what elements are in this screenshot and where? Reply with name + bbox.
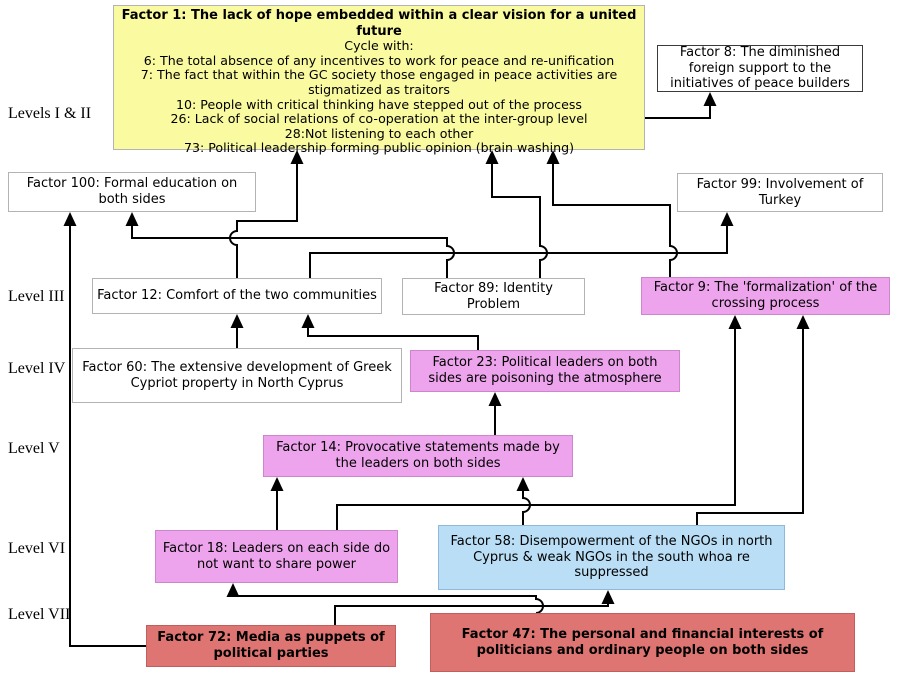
arrowhead-factor12-to-factor1 <box>290 150 304 164</box>
factor-23-label: Factor 23: Political leaders on both sid… <box>428 355 662 386</box>
edge-factor58-to-factor9 <box>696 327 804 525</box>
edge-factor72-to-factor100 <box>69 224 146 647</box>
factor-18-box[interactable]: Factor 18: Leaders on each side do not w… <box>155 530 398 583</box>
factor-100-label: Factor 100: Formal education on both sid… <box>26 176 238 207</box>
arrowhead-factor89-to-factor100 <box>125 212 139 226</box>
arrowhead-factor23-to-factor12 <box>301 314 315 328</box>
factor-1-box[interactable]: Factor 1: The lack of hope embedded with… <box>113 5 645 155</box>
factor-9-label: Factor 9: The 'formalization' of the cro… <box>653 280 878 311</box>
edge-factor89-to-factor100 <box>131 224 455 278</box>
factor-47-label: Factor 47: The personal and financial in… <box>461 626 824 658</box>
arrowhead-factor1-to-factor8 <box>703 92 717 106</box>
factor-18-label: Factor 18: Leaders on each side do not w… <box>162 540 391 572</box>
factor-47-box[interactable]: Factor 47: The personal and financial in… <box>430 613 855 672</box>
factor-99-label: Factor 99: Involvement of Turkey <box>696 176 864 208</box>
factor-60-box[interactable]: Factor 60: The extensive development of … <box>72 348 402 403</box>
edge-factor9-to-factor1 <box>552 162 678 277</box>
factor-12-label: Factor 12: Comfort of the two communitie… <box>97 288 377 304</box>
arrowhead-factor72-to-factor100 <box>63 212 77 226</box>
edge-factor12-to-factor1 <box>229 162 298 278</box>
arrowhead-factor58-to-factor14 <box>516 477 530 491</box>
edge-factor89-to-factor1 <box>491 162 548 278</box>
factor-58-label: Factor 58: Disempowerment of the NGOs in… <box>450 534 773 581</box>
level-label-1-2: Levels I & II <box>8 105 92 122</box>
factor-14-label: Factor 14: Provocative statements made b… <box>276 440 560 471</box>
factor-8-box[interactable]: Factor 8: The diminished foreign support… <box>657 45 863 92</box>
edge-factor1-to-factor8 <box>645 104 711 119</box>
arrowhead-factor60-to-factor12 <box>230 314 244 328</box>
level-label-3: Level III <box>8 288 65 305</box>
factor-8-label: Factor 8: The diminished foreign support… <box>670 45 850 92</box>
edge-factor58-to-factor14 <box>522 489 531 525</box>
arrowhead-factor47-to-factor18 <box>226 583 240 597</box>
factor-72-box[interactable]: Factor 72: Media as puppets of political… <box>146 625 396 667</box>
factor-9-box[interactable]: Factor 9: The 'formalization' of the cro… <box>641 277 890 315</box>
factor-89-box[interactable]: Factor 89: Identity Problem <box>402 278 585 315</box>
edge-factor23-to-factor12 <box>307 326 479 350</box>
factor-12-box[interactable]: Factor 12: Comfort of the two communitie… <box>92 278 382 314</box>
edge-factor12-to-factor99 <box>309 224 728 278</box>
level-label-5: Level V <box>8 440 60 457</box>
level-label-4: Level IV <box>8 360 66 377</box>
factor-60-label: Factor 60: The extensive development of … <box>82 359 392 391</box>
edge-factor47-to-factor18 <box>232 595 544 614</box>
factor-14-box[interactable]: Factor 14: Provocative statements made b… <box>263 435 573 477</box>
factor-1-cycle-list: Cycle with: 6: The total absence of any … <box>140 38 618 156</box>
factor-72-label: Factor 72: Media as puppets of political… <box>157 630 385 661</box>
arrowhead-factor14-to-factor23 <box>488 392 502 406</box>
factor-89-label: Factor 89: Identity Problem <box>434 280 553 312</box>
factor-58-box[interactable]: Factor 58: Disempowerment of the NGOs in… <box>438 525 785 590</box>
edge-factor18-to-factor9 <box>336 327 736 530</box>
factor-1-title: Factor 1: The lack of hope embedded with… <box>121 8 637 39</box>
arrowhead-factor72-to-factor58 <box>601 590 615 604</box>
factor-99-box[interactable]: Factor 99: Involvement of Turkey <box>677 173 883 212</box>
arrowhead-factor12-to-factor99 <box>720 212 734 226</box>
level-label-7: Level VII <box>8 606 71 623</box>
arrowhead-factor58-to-factor9 <box>796 315 810 329</box>
arrowhead-factor9-to-factor1 <box>546 150 560 164</box>
arrowhead-factor18-to-factor14 <box>270 477 284 491</box>
arrowhead-factor89-to-factor1 <box>485 150 499 164</box>
factor-100-box[interactable]: Factor 100: Formal education on both sid… <box>8 172 256 212</box>
factor-23-box[interactable]: Factor 23: Political leaders on both sid… <box>410 350 680 392</box>
arrowhead-factor18-to-factor9 <box>728 315 742 329</box>
level-label-6: Level VI <box>8 540 66 557</box>
